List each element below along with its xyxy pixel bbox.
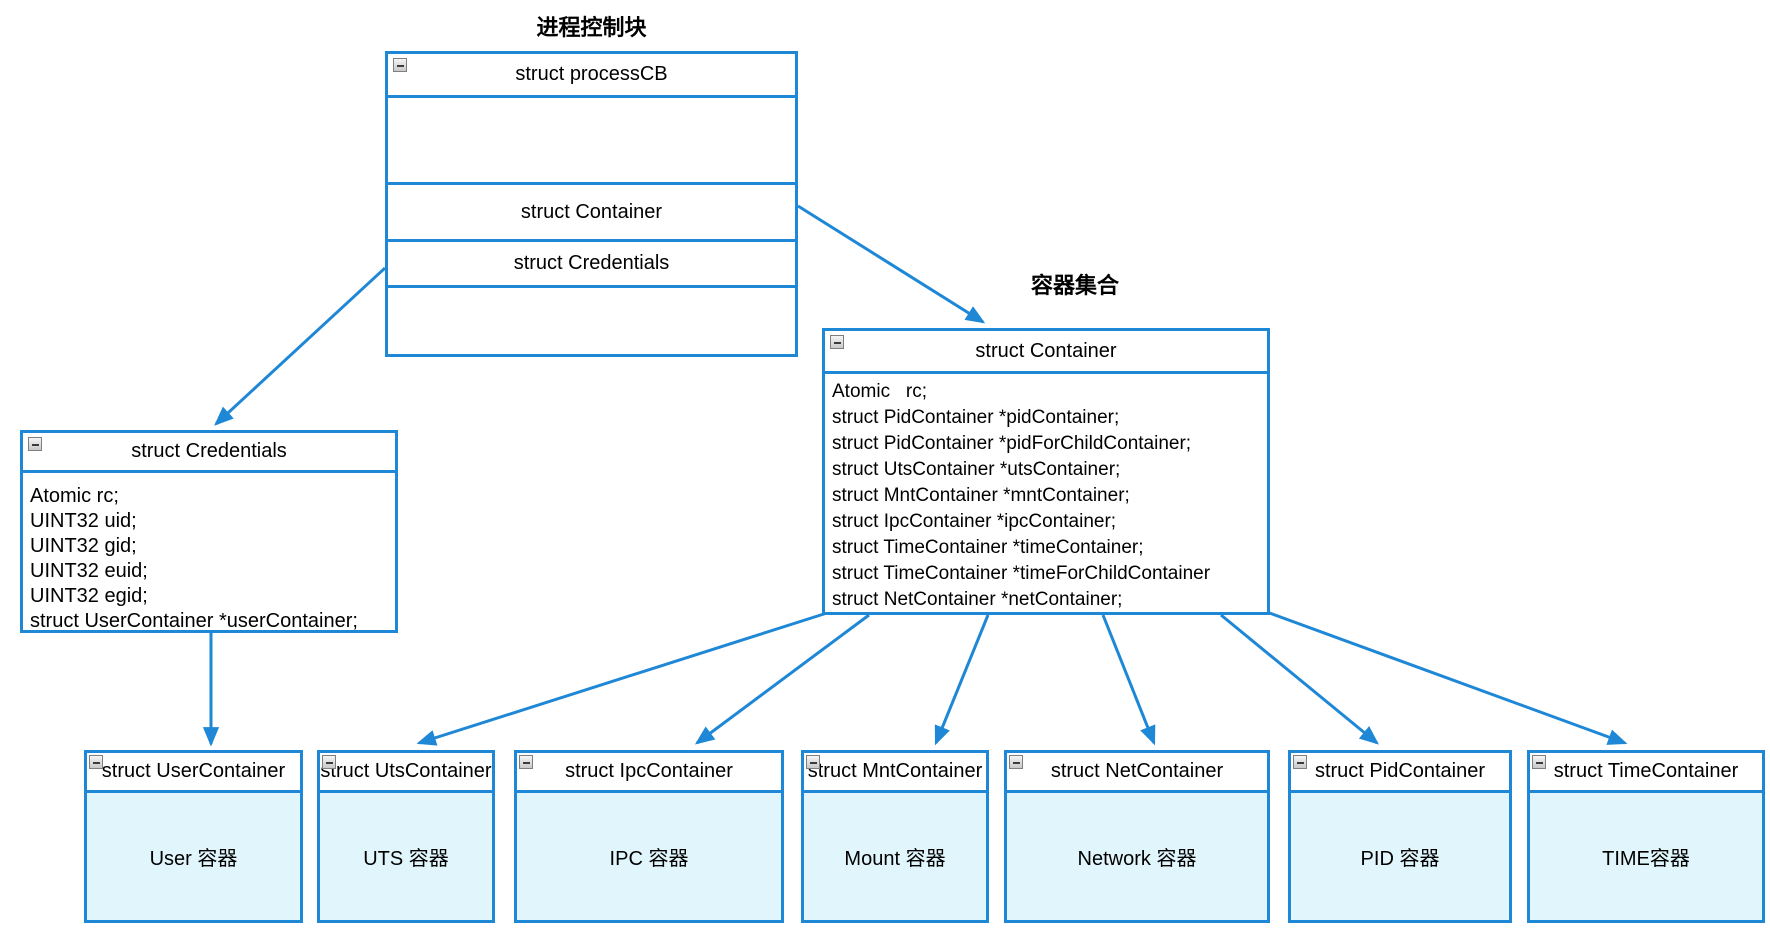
credentials-title: struct Credentials [131,440,287,462]
arrow-container-to-pidcontainer [1220,613,1380,745]
class-box-title: struct PidContainer [1314,760,1486,782]
credentials-field: Atomic rc; [30,485,119,507]
class-box-title: struct MntContainer [807,760,983,782]
container-fields: Atomic rc; struct PidContainer *pidConta… [825,371,1267,612]
collapse-icon[interactable] [1293,755,1307,769]
processcb-header: struct processCB [388,54,795,95]
class-box-body: Mount 容器 [804,790,986,920]
class-box-body: User 容器 [87,790,300,920]
class-box-header: struct NetContainer [1007,753,1267,790]
credentials-box: struct Credentials Atomic rc; UINT32 uid… [20,430,398,633]
class-box-title: struct TimeContainer [1553,760,1739,782]
container-header: struct Container [825,331,1267,371]
class-box-label: PID 容器 [1360,848,1440,870]
credentials-field: struct UserContainer *userContainer; [30,610,358,632]
collapse-icon[interactable] [28,437,42,451]
class-box-netcontainer: struct NetContainer Network 容器 [1004,750,1270,923]
container-field: struct MntContainer *mntContainer; [832,485,1130,506]
class-box-mntcontainer: struct MntContainer Mount 容器 [801,750,989,923]
container-field: struct TimeContainer *timeContainer; [832,537,1144,558]
processcb-section-empty-bottom [388,285,795,354]
arrow-container-to-mntcontainer [934,614,990,746]
title-container-set: 容器集合 [1030,273,1119,298]
class-box-title: struct IpcContainer [565,760,733,782]
class-box-label: Mount 容器 [844,848,946,870]
collapse-icon[interactable] [89,755,103,769]
collapse-icon[interactable] [830,335,844,349]
container-field: Atomic rc; [832,381,928,402]
class-box-body: IPC 容器 [517,790,781,920]
class-box-body: Network 容器 [1007,790,1267,920]
collapse-icon[interactable] [806,755,820,769]
container-field: struct NetContainer *netContainer; [832,589,1123,610]
collapse-icon[interactable] [1009,755,1023,769]
class-box-label: Network 容器 [1077,848,1197,870]
processcb-box: struct processCB struct Container struct… [385,51,798,357]
class-box-title: struct UtsContainer [320,760,492,782]
class-box-header: struct PidContainer [1291,753,1509,790]
container-field: struct PidContainer *pidContainer; [832,407,1120,428]
arrow-container-to-timecontainer [1263,609,1628,745]
processcb-section-credentials: struct Credentials [388,239,795,285]
class-box-label: TIME容器 [1602,848,1690,870]
class-box-header: struct MntContainer [804,753,986,790]
collapse-icon[interactable] [322,755,336,769]
class-box-timecontainer: struct TimeContainer TIME容器 [1527,750,1765,923]
container-title: struct Container [975,339,1117,362]
class-box-header: struct UserContainer [87,753,300,790]
class-box-title: struct UserContainer [101,760,286,782]
credentials-field: UINT32 euid; [30,560,148,582]
class-box-body: PID 容器 [1291,790,1509,920]
processcb-title: struct processCB [515,63,668,85]
container-field: struct IpcContainer *ipcContainer; [832,511,1117,532]
class-box-header: struct IpcContainer [517,753,781,790]
processcb-section-empty-top [388,95,795,182]
collapse-icon[interactable] [1532,755,1546,769]
class-box-label: User 容器 [149,848,238,870]
class-box-title: struct NetContainer [1050,760,1224,782]
container-field: struct UtsContainer *utsContainer; [832,459,1121,480]
credentials-field: UINT32 egid; [30,585,148,607]
arrow-container-to-netcontainer [1101,614,1156,746]
container-box: struct Container Atomic rc; struct PidCo… [822,328,1270,615]
class-box-label: UTS 容器 [363,848,449,870]
processcb-section-container: struct Container [388,182,795,239]
credentials-field: UINT32 gid; [30,535,137,557]
credentials-header: struct Credentials [23,433,395,470]
class-box-ipccontainer: struct IpcContainer IPC 容器 [514,750,784,923]
class-box-body: UTS 容器 [320,790,492,920]
container-field: struct TimeContainer *timeForChildContai… [832,563,1211,584]
class-box-header: struct TimeContainer [1530,753,1762,790]
arrow-processcb-to-container [797,204,986,324]
arrow-container-to-ipccontainer [694,613,870,745]
class-box-body: TIME容器 [1530,790,1762,920]
collapse-icon[interactable] [393,58,407,72]
title-process-control-block: 进程控制块 [536,15,647,40]
container-field: struct PidContainer *pidForChildContaine… [832,433,1192,454]
credentials-fields: Atomic rc; UINT32 uid; UINT32 gid; UINT3… [23,470,395,632]
arrow-container-to-utscontainer [416,611,828,746]
class-box-header: struct UtsContainer [320,753,492,790]
class-box-utscontainer: struct UtsContainer UTS 容器 [317,750,495,923]
credentials-field: UINT32 uid; [30,510,137,532]
class-box-label: IPC 容器 [609,848,689,870]
collapse-icon[interactable] [519,755,533,769]
class-box-usercontainer: struct UserContainer User 容器 [84,750,303,923]
class-box-pidcontainer: struct PidContainer PID 容器 [1288,750,1512,923]
arrow-processcb-to-credentials [214,266,387,426]
